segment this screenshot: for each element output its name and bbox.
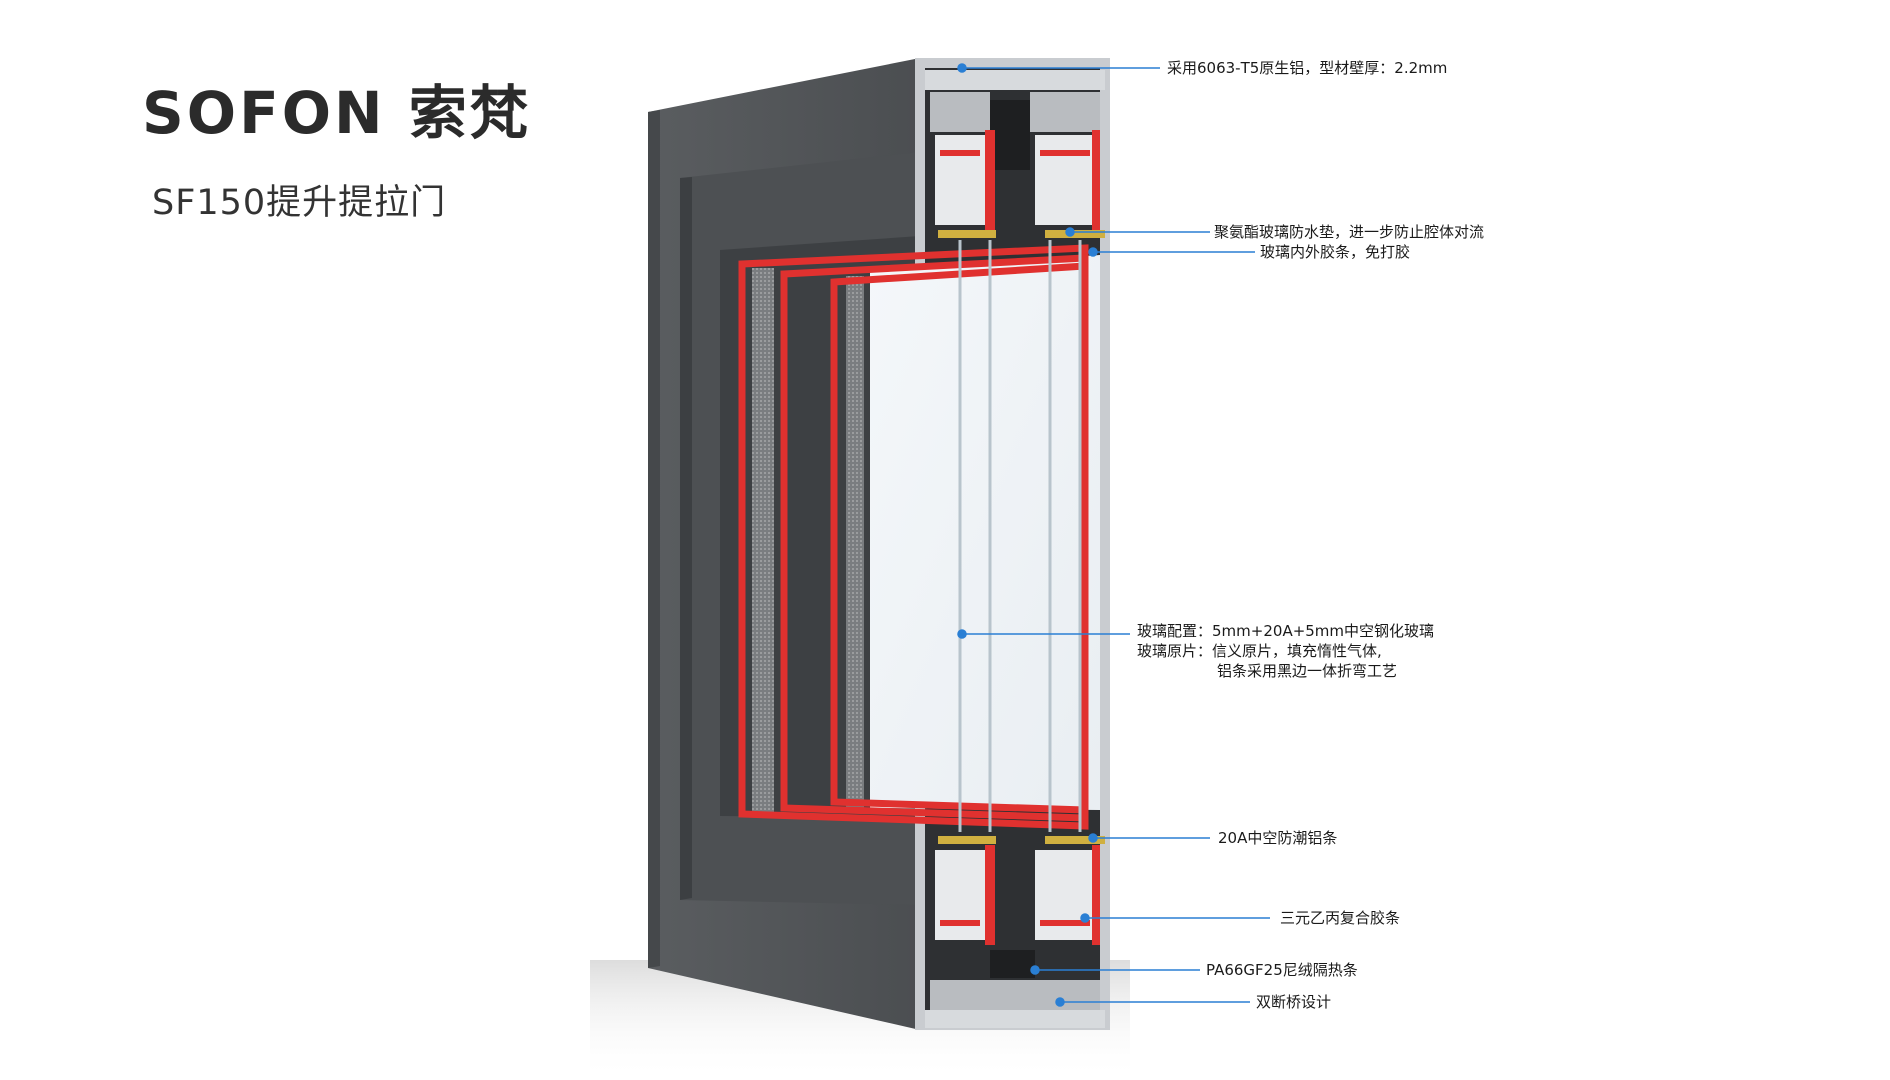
product-model-title: SF150提升提拉门	[152, 183, 447, 223]
mesh-strip-left	[752, 268, 774, 816]
glass-pane	[870, 255, 1100, 810]
frame-inner-bevel	[680, 177, 692, 900]
glass-source-label: 玻璃原片：	[1137, 642, 1213, 660]
glass-config-label: 玻璃配置：	[1137, 622, 1213, 640]
glass-edges	[958, 240, 1082, 832]
mesh-strip-right	[846, 276, 864, 808]
brand-logo: SOFON 索梵	[142, 79, 531, 147]
bottom-profile-chambers	[925, 836, 1105, 1028]
annotation-epdm: 三元乙丙复合胶条	[1280, 909, 1401, 927]
glass-spacer-value: 铝条采用黑边一体折弯工艺	[1217, 662, 1398, 680]
glass-source-value: 信义原片，填充惰性气体,	[1212, 642, 1382, 660]
annotation-glass-config: 玻璃配置： 5mm+20A+5mm中空钢化玻璃 玻璃原片： 信义原片，填充惰性气…	[1137, 621, 1434, 681]
annotation-glass-strip: 玻璃内外胶条，免打胶	[1260, 243, 1411, 261]
annotation-pa66: PA66GF25尼绒隔热条	[1206, 961, 1358, 979]
annotation-double-break: 双断桥设计	[1256, 993, 1332, 1011]
glass-config-value: 5mm+20A+5mm中空钢化玻璃	[1212, 622, 1435, 640]
frame-face-edge	[648, 110, 660, 968]
glass-config-line-3: 铝条采用黑边一体折弯工艺	[1137, 661, 1434, 681]
annotation-pu-pad: 聚氨酯玻璃防水垫，进一步防止腔体对流	[1214, 223, 1485, 241]
top-profile-chambers	[925, 70, 1105, 238]
glass-config-line-2: 玻璃原片： 信义原片，填充惰性气体,	[1137, 641, 1434, 661]
red-gasket-frames	[738, 244, 1089, 830]
annotation-spacer: 20A中空防潮铝条	[1218, 829, 1338, 847]
glass-config-line-1: 玻璃配置： 5mm+20A+5mm中空钢化玻璃	[1137, 621, 1434, 641]
annotation-profile: 采用6063-T5原生铝，型材壁厚：2.2mm	[1167, 59, 1448, 77]
leader-lines	[957, 63, 1270, 1007]
